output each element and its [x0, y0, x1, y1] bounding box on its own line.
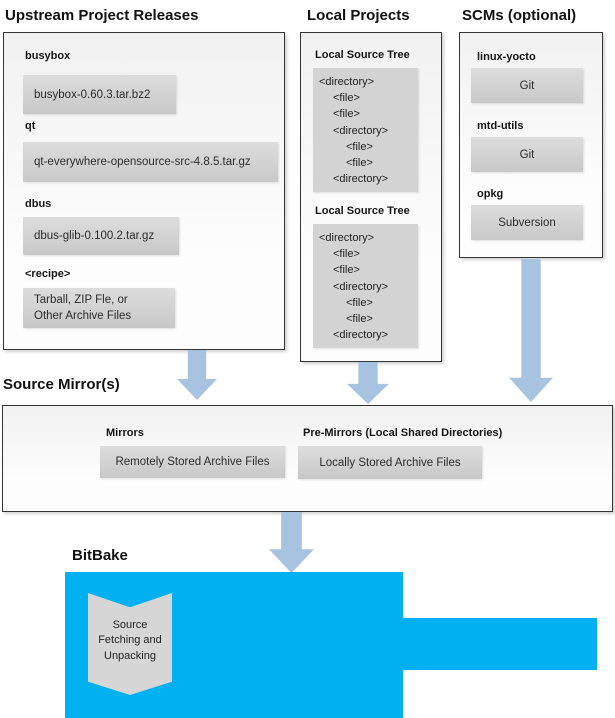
- scms-title: SCMs (optional): [462, 7, 577, 24]
- source-fetching-shape: Source Fetching and Unpacking: [88, 593, 172, 695]
- source-mirrors-title: Source Mirror(s): [3, 376, 120, 393]
- git-text-1: Git: [519, 79, 535, 92]
- qt-tarball-text: qt-everywhere-opensource-src-4.8.5.tar.g…: [34, 156, 251, 168]
- mirrors-box: Remotely Stored Archive Files: [100, 446, 285, 478]
- source-tree-box-1: <directory> <file> <file> <directory> <f…: [313, 68, 418, 192]
- tree-line: <directory>: [333, 124, 389, 137]
- local-projects-title: Local Projects: [307, 7, 410, 24]
- git-text-2: Git: [519, 148, 535, 161]
- premirrors-text: Locally Stored Archive Files: [319, 456, 461, 469]
- dbus-tarball-box: dbus-glib-0.100.2.tar.gz: [23, 217, 179, 255]
- recipe-archive-text: Tarball, ZIP Fle, or Other Archive Files: [34, 293, 132, 322]
- mirrors-label: Mirrors: [106, 427, 144, 439]
- recipe-label: <recipe>: [25, 268, 71, 280]
- subversion-text: Subversion: [498, 216, 556, 229]
- busybox-tarball-text: busybox-0.60.3.tar.bz2: [34, 88, 151, 101]
- down-arrow-local-to-mirrors-icon: [347, 362, 389, 404]
- dbus-tarball-text: dbus-glib-0.100.2.tar.gz: [34, 230, 155, 242]
- linux-yocto-label: linux-yocto: [477, 51, 536, 63]
- recipe-archive-box: Tarball, ZIP Fle, or Other Archive Files: [23, 288, 175, 328]
- source-tree-heading-2: Local Source Tree: [315, 205, 410, 217]
- mirrors-text: Remotely Stored Archive Files: [115, 456, 270, 468]
- tree-line: <directory>: [333, 280, 389, 293]
- upstream-title: Upstream Project Releases: [5, 7, 199, 24]
- premirrors-label: Pre-Mirrors (Local Shared Directories): [303, 427, 503, 439]
- git-box-2: Git: [471, 137, 583, 172]
- tree-line: <directory>: [333, 173, 389, 186]
- busybox-tarball-box: busybox-0.60.3.tar.bz2: [23, 75, 176, 114]
- busybox-label: busybox: [25, 50, 71, 62]
- tree-line: <file>: [333, 264, 360, 277]
- qt-tarball-box: qt-everywhere-opensource-src-4.8.5.tar.g…: [23, 142, 278, 182]
- tree-line: <file>: [333, 108, 360, 121]
- tree-line: <file>: [346, 296, 373, 309]
- source-tree-heading-1: Local Source Tree: [315, 49, 410, 61]
- tree-line: <file>: [333, 92, 360, 105]
- tree-line: <file>: [333, 248, 360, 261]
- opkg-label: opkg: [477, 188, 504, 200]
- tree-line: <file>: [346, 157, 373, 170]
- down-arrow-upstream-to-mirrors-icon: [177, 350, 217, 400]
- git-box-1: Git: [471, 68, 583, 103]
- bitbake-output-bar: [402, 618, 597, 670]
- tree-line: <file>: [346, 313, 373, 326]
- dbus-label: dbus: [25, 198, 52, 210]
- subversion-box: Subversion: [471, 205, 583, 240]
- tree-line: <directory>: [333, 329, 389, 342]
- source-tree-box-2: <directory> <file> <file> <directory> <f…: [313, 224, 418, 348]
- premirrors-box: Locally Stored Archive Files: [298, 446, 482, 479]
- qt-label: qt: [25, 120, 36, 132]
- down-arrow-scm-to-mirrors-icon: [509, 259, 553, 402]
- tree-line: <directory>: [319, 76, 375, 88]
- bitbake-title: BitBake: [72, 547, 128, 564]
- source-fetching-text: Source Fetching and Unpacking: [98, 618, 162, 662]
- tree-line: <directory>: [319, 232, 375, 244]
- tree-line: <file>: [346, 140, 373, 153]
- mtd-utils-label: mtd-utils: [477, 120, 524, 132]
- down-arrow-mirrors-to-bitbake-icon: [269, 512, 314, 573]
